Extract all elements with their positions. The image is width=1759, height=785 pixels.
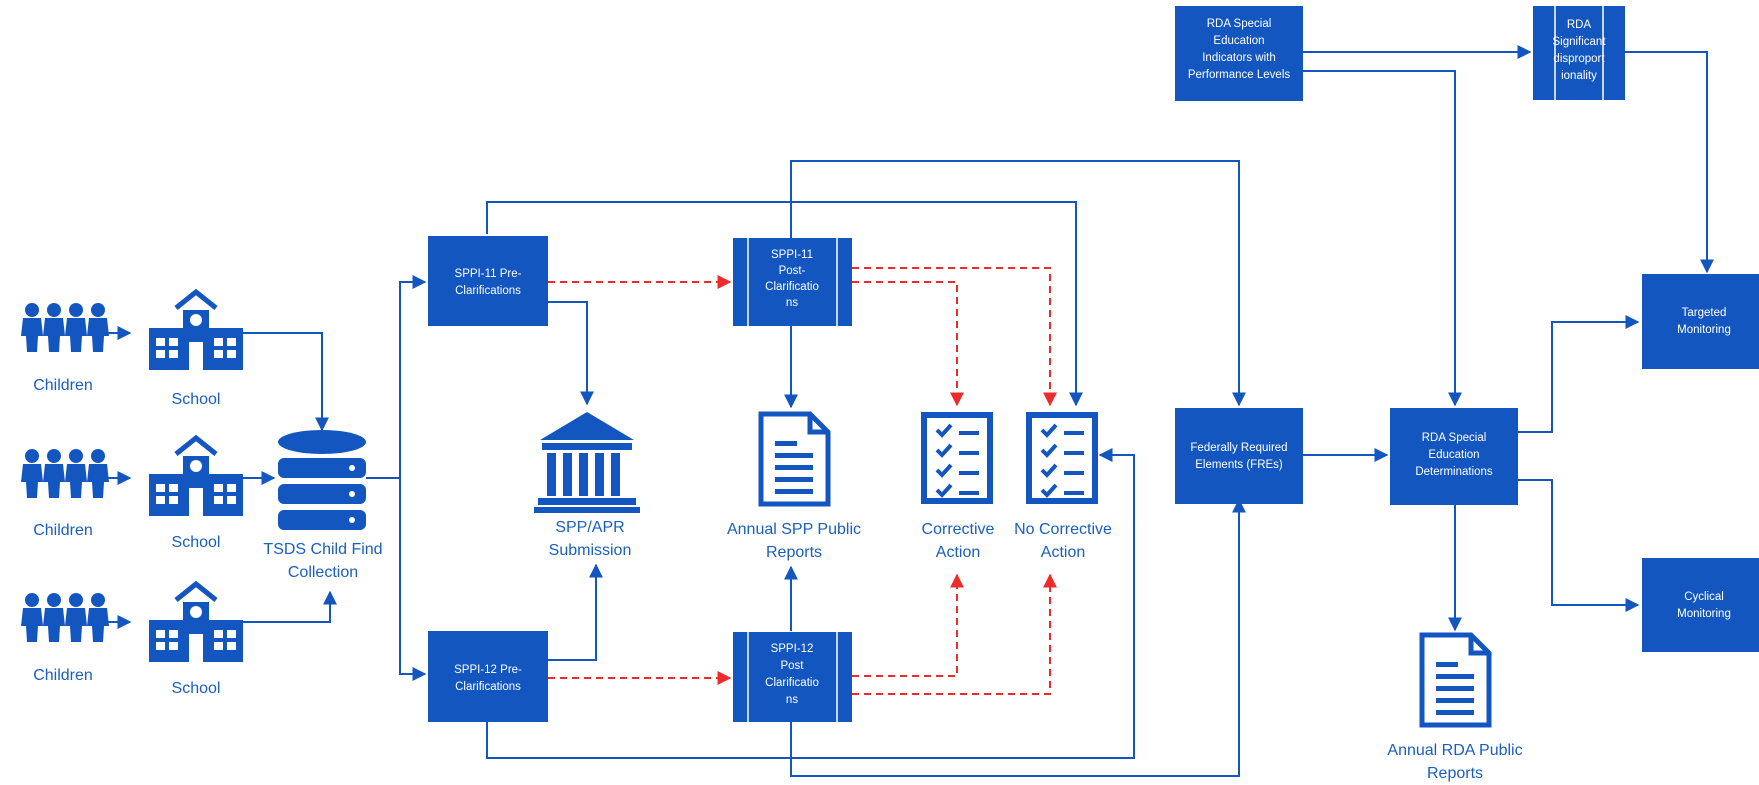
children-icon <box>21 593 109 642</box>
children-label: Children <box>33 667 93 684</box>
svg-text:Significant: Significant <box>1552 36 1606 48</box>
svg-text:Cyclical: Cyclical <box>1684 591 1724 603</box>
fres-box[interactable]: Federally Required Elements (FREs) <box>1175 408 1303 504</box>
dashed-arrow-sppi11post-nocorrective <box>852 267 1057 407</box>
sppi-12-pre-clarifications-box[interactable]: SPPI-12 Pre- Clarifications <box>428 631 548 722</box>
svg-text:Clarificatio: Clarificatio <box>765 677 819 689</box>
school-icon <box>149 584 243 662</box>
svg-text:Education: Education <box>1213 35 1264 47</box>
no-corrective-action-label: Action <box>1041 544 1085 561</box>
svg-text:Clarificatio: Clarificatio <box>765 281 819 293</box>
tsds-label: Collection <box>288 564 358 581</box>
svg-text:RDA Special: RDA Special <box>1422 432 1487 444</box>
arrow-tsds-sppi11 <box>366 275 427 479</box>
svg-text:Determinations: Determinations <box>1415 466 1493 478</box>
arrow-significant-targeted <box>1625 51 1714 274</box>
dashed-arrow-sppi12post-corrective <box>852 573 964 677</box>
svg-text:Monitoring: Monitoring <box>1677 324 1731 336</box>
checklist-icon <box>924 415 990 501</box>
document-icon <box>761 414 828 504</box>
arrow-determinations-cyclical <box>1518 479 1640 612</box>
corrective-action-label: Action <box>936 544 980 561</box>
spp-apr-label: Submission <box>549 542 632 559</box>
svg-text:disproport: disproport <box>1553 53 1605 65</box>
svg-text:ns: ns <box>786 297 798 309</box>
corrective-action-label: Corrective <box>922 521 995 538</box>
svg-text:SPPI-11 Pre-: SPPI-11 Pre- <box>455 268 522 280</box>
annual-rda-label: Reports <box>1427 765 1483 782</box>
children-icon <box>21 449 109 498</box>
cyclical-monitoring-box[interactable]: Cyclical Monitoring <box>1642 558 1759 652</box>
dashed-arrow-sppi12post-nocorrective <box>852 573 1057 695</box>
database-icon <box>278 430 366 530</box>
arrow-sppi11pre-nocorrective <box>486 201 1083 407</box>
arrow-sppi12pre-nocorrective <box>486 448 1135 759</box>
svg-text:Clarifications: Clarifications <box>455 681 521 693</box>
svg-text:SPPI-11: SPPI-11 <box>771 249 813 261</box>
svg-text:SPPI-12 Pre-: SPPI-12 Pre- <box>454 664 522 676</box>
targeted-monitoring-box[interactable]: Targeted Monitoring <box>1642 274 1759 369</box>
svg-text:Elements (FREs): Elements (FREs) <box>1195 459 1283 471</box>
school-icon <box>149 292 243 370</box>
dashed-arrow-sppi11post-corrective <box>852 281 964 407</box>
children-label: Children <box>33 522 93 539</box>
svg-text:ionality: ionality <box>1561 70 1597 82</box>
svg-text:SPPI-12: SPPI-12 <box>771 643 814 655</box>
arrow-sppi12pre-sppapr <box>548 563 603 661</box>
spp-apr-label: SPP/APR <box>555 519 624 536</box>
svg-text:Education: Education <box>1428 449 1479 461</box>
svg-text:Targeted: Targeted <box>1682 307 1727 319</box>
school-label: School <box>172 534 221 551</box>
svg-text:Monitoring: Monitoring <box>1677 608 1731 620</box>
svg-text:Federally Required: Federally Required <box>1190 442 1287 454</box>
rda-determinations-box[interactable]: RDA Special Education Determinations <box>1390 408 1518 505</box>
rda-significant-disproportionality-box[interactable]: RDA Significant disproport ionality <box>1533 6 1625 100</box>
arrow-indicators-determinations <box>1303 70 1462 407</box>
annual-spp-label: Reports <box>766 544 822 561</box>
svg-text:ns: ns <box>786 694 798 706</box>
tsds-label: TSDS Child Find <box>263 541 382 558</box>
svg-text:Post: Post <box>780 660 804 672</box>
svg-text:Post-: Post- <box>779 265 806 277</box>
school-icon <box>149 438 243 516</box>
arrow-school3-tsds <box>242 590 337 623</box>
children-label: Children <box>33 377 93 394</box>
annual-spp-label: Annual SPP Public <box>727 521 861 538</box>
school-label: School <box>172 680 221 697</box>
document-icon <box>1422 635 1489 725</box>
annual-rda-label: Annual RDA Public <box>1387 742 1522 759</box>
svg-text:Indicators with: Indicators with <box>1202 52 1276 64</box>
children-icon <box>21 303 109 352</box>
arrow-determinations-targeted <box>1518 315 1640 433</box>
school-label: School <box>172 391 221 408</box>
arrow-sppi11post-fres <box>790 160 1246 407</box>
sppi-12-post-clarifications-box[interactable]: SPPI-12 Post Clarificatio ns <box>733 632 852 722</box>
svg-text:Clarifications: Clarifications <box>455 285 521 297</box>
sppi-11-post-clarifications-box[interactable]: SPPI-11 Post- Clarificatio ns <box>733 238 852 326</box>
checklist-icon <box>1029 415 1095 501</box>
sppi-11-pre-clarifications-box[interactable]: SPPI-11 Pre- Clarifications <box>428 236 548 326</box>
rda-indicators-box[interactable]: RDA Special Education Indicators with Pe… <box>1175 6 1303 101</box>
svg-text:Performance Levels: Performance Levels <box>1188 69 1291 81</box>
no-corrective-action-label: No Corrective <box>1014 521 1112 538</box>
svg-text:RDA: RDA <box>1567 19 1592 31</box>
arrow-school1-tsds <box>242 332 329 432</box>
arrow-sppi12post-fres <box>790 498 1246 777</box>
svg-text:RDA Special: RDA Special <box>1207 18 1272 30</box>
government-building-icon <box>534 412 640 513</box>
arrow-sppi11pre-sppapr <box>548 301 594 406</box>
arrow-tsds-sppi12 <box>399 478 427 681</box>
